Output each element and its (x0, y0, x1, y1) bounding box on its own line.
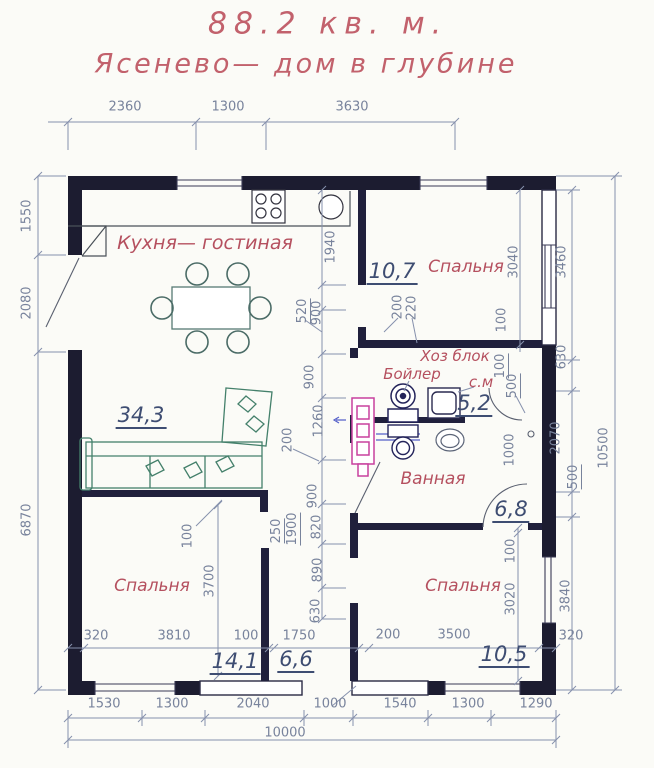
area-value-utility: 5,2 (455, 391, 493, 417)
dim-label: 2070 (548, 421, 564, 455)
dim-label: 1940 (323, 230, 339, 264)
stove-icon (251, 189, 286, 224)
dim-label: 220 (404, 295, 420, 321)
dim-label: 1900 (285, 512, 301, 546)
area-value-hall: 6,6 (277, 647, 315, 673)
dim-label: 900 (302, 364, 318, 390)
dim-label: 1750 (282, 628, 316, 644)
bathroom-sink-icon (435, 428, 465, 452)
dim-label: 630 (308, 598, 324, 624)
dim-label: 500 (566, 464, 582, 490)
dim-label: 3810 (157, 628, 191, 644)
dim-label: 200 (375, 627, 401, 643)
dining-table (171, 286, 251, 330)
dim-label: 820 (309, 514, 325, 540)
dim-label: 500 (505, 373, 521, 399)
area-value-living: 34,3 (115, 403, 167, 429)
dim-label: 1000 (502, 433, 518, 467)
dim-label: 1540 (383, 696, 417, 712)
exterior-walls (68, 176, 556, 695)
dim-label: 100 (494, 307, 510, 333)
dim-label: 1530 (87, 696, 121, 712)
page-title: 88.2 кв. м. (207, 6, 449, 42)
room-label-utility: Хоз блок (420, 347, 490, 365)
dim-label: 3460 (554, 245, 570, 279)
dim-label: 100 (503, 538, 519, 564)
dim-label: 2360 (108, 99, 142, 115)
dim-label: 3630 (335, 99, 369, 115)
toilet-icon (387, 424, 419, 460)
dim-label: 1300 (211, 99, 245, 115)
dim-label: 2040 (236, 696, 270, 712)
dim-label: 100 (233, 628, 259, 644)
dim-label: 3840 (558, 579, 574, 613)
kitchen-sink-icon (318, 194, 344, 220)
dim-label: 890 (310, 557, 326, 583)
room-label-kitchen-living: Кухня— гостиная (117, 232, 293, 254)
dim-label: 3040 (506, 245, 522, 279)
washing-machine-icon (427, 387, 461, 419)
dim-label: 320 (558, 628, 584, 644)
dim-label: 1550 (19, 199, 35, 233)
leader-lines (195, 317, 526, 707)
dim-label: 250 (269, 518, 285, 544)
dim-label: 3700 (202, 564, 218, 598)
sofa (79, 387, 273, 491)
dim-label: 3020 (503, 582, 519, 616)
dim-label: 6870 (19, 503, 35, 537)
dim-label-total-height: 10500 (596, 427, 612, 469)
dim-label: 1290 (519, 696, 553, 712)
manifold (351, 397, 375, 477)
area-value-bedroom-right: 10,5 (478, 642, 530, 668)
kitchen-counter (68, 191, 351, 257)
room-label-washing-machine: с.м (468, 373, 494, 391)
dim-label-total-width: 10000 (264, 725, 306, 741)
dim-label: 100 (180, 523, 196, 549)
room-label-boiler: Бойлер (383, 365, 441, 383)
door-arc (45, 257, 535, 528)
dim-label: 200 (390, 294, 406, 320)
dim-label: 2080 (19, 286, 35, 320)
page-subtitle: Ясенево— дом в глубине (94, 48, 518, 80)
dim-label: 1260 (311, 404, 327, 438)
chair-icon (150, 262, 272, 354)
room-label-bathroom: Ванная (400, 469, 466, 489)
dim-label: 320 (83, 628, 109, 644)
dim-label: 900 (309, 300, 325, 326)
dimension-lines (33, 117, 622, 748)
dim-label: 3500 (437, 627, 471, 643)
area-value-bedroom-top: 10,7 (366, 259, 418, 285)
boiler-icon (387, 383, 419, 423)
dim-label: 900 (305, 483, 321, 509)
dim-label: 1000 (313, 696, 347, 712)
room-label-bedroom-left: Спальня (114, 576, 190, 596)
room-label-bedroom-right: Спальня (425, 576, 501, 596)
dim-label: 1300 (451, 696, 485, 712)
dim-label: 630 (554, 344, 570, 370)
dim-label: 1300 (155, 696, 189, 712)
area-value-bedroom-left: 14,1 (209, 649, 261, 675)
dim-label: 200 (280, 427, 296, 453)
room-label-bedroom-top: Спальня (428, 257, 504, 277)
window-icon (94, 176, 556, 695)
area-value-bathroom: 6,8 (492, 497, 530, 523)
